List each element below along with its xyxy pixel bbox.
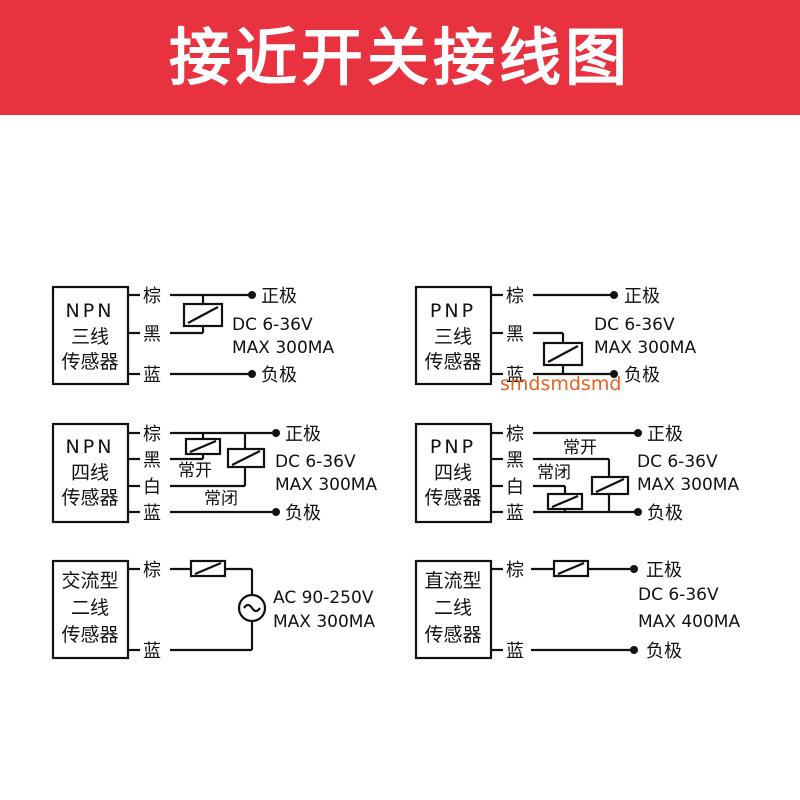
normally-open-label: 常开	[563, 438, 597, 458]
diagram-pnp-3wire	[414, 285, 612, 386]
positive-label: 正极	[647, 424, 683, 445]
sensor-box	[51, 285, 130, 386]
wire-blue-label: 蓝	[143, 365, 161, 386]
negative-label: 负极	[646, 641, 682, 662]
terminal-dot	[630, 646, 638, 654]
normally-closed-label: 常闭	[537, 463, 571, 483]
sensor-box	[51, 422, 130, 524]
current-spec: MAX 300MA	[232, 338, 334, 358]
diagram-npn-4wire	[51, 422, 272, 524]
pnp3-text: PNP 三线 传感器 棕 黑 蓝 正极 负极 DC 6-36V MAX 300M…	[424, 286, 696, 395]
sensor-box	[414, 285, 493, 386]
wire-black-label: 黑	[143, 450, 161, 471]
voltage-spec: AC 90-250V	[273, 588, 374, 608]
sensor-type-label: NPN	[66, 436, 115, 458]
terminal-dot	[630, 565, 638, 573]
current-spec: MAX 300MA	[273, 612, 375, 632]
pnp4-text: PNP 四线 传感器 棕 黑 白 蓝 常开 常闭 正极 负极 DC 6-36V …	[424, 424, 739, 524]
current-spec: MAX 300MA	[594, 338, 696, 358]
npn3-text: NPN 三线 传感器 棕 黑 蓝 正极 负极 DC 6-36V MAX 300M…	[61, 286, 334, 386]
sensor-type-label: NPN	[66, 300, 115, 322]
sensor-label: 传感器	[424, 351, 481, 373]
negative-label: 负极	[285, 503, 321, 524]
positive-label: 正极	[285, 424, 321, 445]
normally-closed-label: 常闭	[204, 489, 238, 509]
wire-brown-label: 棕	[143, 286, 161, 307]
current-spec: MAX 300MA	[275, 475, 377, 495]
sensor-box	[414, 422, 493, 524]
header-banner: 接近开关接线图	[0, 0, 800, 115]
voltage-spec: DC 6-36V	[638, 585, 719, 605]
normally-open-label: 常开	[178, 461, 212, 481]
sensor-label: 传感器	[61, 624, 118, 646]
npn4-text: NPN 四线 传感器 棕 黑 白 蓝 常开 常闭 正极 负极 DC 6-36V …	[61, 424, 377, 524]
terminal-dot	[610, 291, 618, 299]
terminal-dot	[248, 370, 256, 378]
negative-label: 负极	[261, 365, 297, 386]
terminal-dot	[634, 508, 642, 516]
voltage-spec: DC 6-36V	[232, 315, 313, 335]
sensor-wires-label: 二线	[434, 597, 472, 619]
terminal-dot	[272, 508, 280, 516]
wire-blue-label: 蓝	[506, 365, 524, 386]
wire-brown-label: 棕	[506, 286, 524, 307]
positive-label: 正极	[261, 286, 297, 307]
wire-blue-label: 蓝	[143, 641, 161, 662]
wire-brown-label: 棕	[143, 560, 161, 581]
sensor-box	[51, 559, 130, 660]
wire-black-label: 黑	[506, 324, 524, 345]
sensor-type-label: 交流型	[61, 570, 118, 592]
voltage-spec: DC 6-36V	[275, 452, 356, 472]
current-spec: MAX 400MA	[638, 612, 740, 632]
sensor-label: 传感器	[424, 487, 481, 509]
terminal-dot	[610, 370, 618, 378]
negative-label: 负极	[624, 365, 660, 386]
sensor-type-label: 直流型	[424, 570, 481, 592]
positive-label: 正极	[646, 560, 682, 581]
current-spec: MAX 300MA	[637, 475, 739, 495]
positive-label: 正极	[624, 286, 660, 307]
wire-brown-label: 棕	[143, 424, 161, 445]
wire-blue-label: 蓝	[143, 503, 161, 524]
diagram-dc-2wire	[414, 559, 630, 660]
terminal-dot	[634, 429, 642, 437]
negative-label: 负极	[647, 503, 683, 524]
terminal-dot	[248, 291, 256, 299]
sensor-type-label: PNP	[430, 436, 476, 458]
sensor-label: 传感器	[424, 624, 481, 646]
wire-blue-label: 蓝	[506, 641, 524, 662]
diagram-ac-2wire	[51, 559, 267, 660]
page-title: 接近开关接线图	[168, 21, 631, 94]
sensor-wires-label: 三线	[434, 326, 472, 348]
watermark-text: smdsmdsmd	[500, 373, 621, 395]
sensor-wires-label: 四线	[434, 462, 472, 484]
sensor-box	[414, 559, 493, 660]
sensor-wires-label: 四线	[71, 462, 109, 484]
wire-white-label: 白	[506, 477, 524, 498]
sensor-label: 传感器	[61, 351, 118, 373]
voltage-spec: DC 6-36V	[594, 315, 675, 335]
terminal-dot	[272, 429, 280, 437]
wire-blue-label: 蓝	[506, 503, 524, 524]
wire-black-label: 黑	[506, 450, 524, 471]
wire-brown-label: 棕	[506, 424, 524, 445]
dc2-text: 直流型 二线 传感器 棕 蓝 正极 负极 DC 6-36V MAX 400MA	[424, 560, 740, 662]
wire-brown-label: 棕	[506, 560, 524, 581]
sensor-wires-label: 二线	[71, 597, 109, 619]
ac2-text: 交流型 二线 传感器 棕 蓝 AC 90-250V MAX 300MA	[61, 560, 375, 662]
diagram-pnp-4wire	[414, 422, 636, 524]
diagram-npn-3wire	[51, 285, 250, 386]
sensor-label: 传感器	[61, 487, 118, 509]
wire-white-label: 白	[143, 477, 161, 498]
sensor-type-label: PNP	[430, 300, 476, 322]
sensor-wires-label: 三线	[71, 326, 109, 348]
voltage-spec: DC 6-36V	[637, 452, 718, 472]
wire-black-label: 黑	[143, 324, 161, 345]
